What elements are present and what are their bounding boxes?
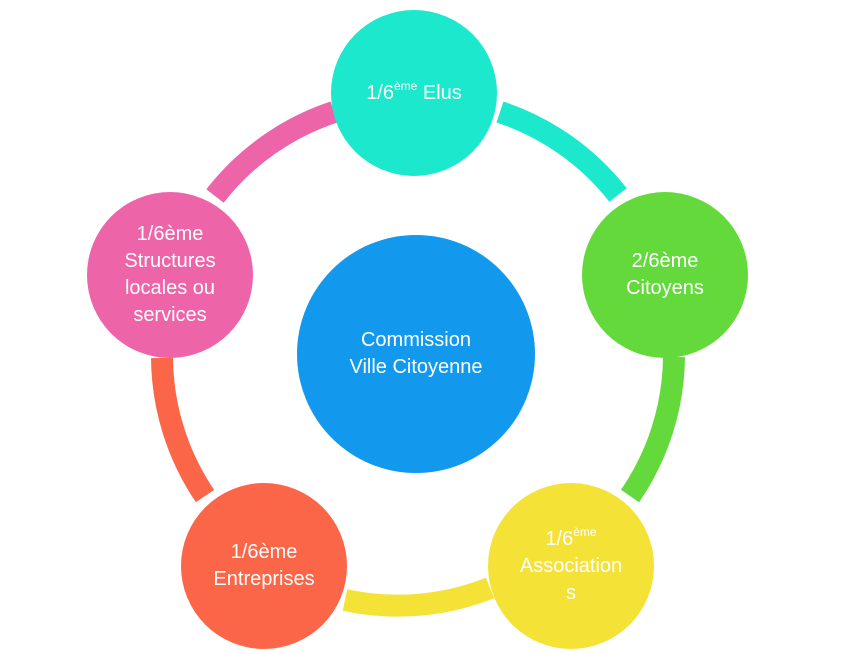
connector-structures-elus [206,101,338,203]
entreprises-share: 1/6ème [230,541,298,563]
structures-label-line-3: services [133,304,207,326]
structures-share: 1/6ème [136,223,204,245]
elus-superscript: ème [394,78,418,93]
citoyens-share: 2/6ème [631,250,699,272]
node-entreprises: 1/6ème Entreprises [181,483,347,649]
associations-label-line-1: Association [519,554,623,577]
connector-citoyens-associations [620,356,685,503]
connector-associations-entreprises [342,577,495,617]
connector-entreprises-structures [151,357,215,503]
associations-superscript: ème [573,524,597,539]
structures-label-line-1: Structures [124,250,216,272]
elus-label: Elus [417,81,462,104]
center-line-2: Ville Citoyenne [349,356,483,378]
node-elus: 1/6ème Elus [331,10,497,176]
elus-fraction: 1/6 [366,81,394,104]
center-node-commission: Commission Ville Citoyenne [297,235,535,473]
node-structures: 1/6ème Structures locales ou services [87,192,253,358]
center-line-1: Commission [360,329,471,351]
node-associations: 1/6ème Association s [488,483,654,649]
associations-label-line-2: s [566,581,576,604]
node-citoyens: 2/6ème Citoyens [582,192,748,358]
entreprises-label: Entreprises [213,568,315,590]
structures-label-line-2: locales ou [124,277,216,299]
citoyens-label: Citoyens [626,277,704,299]
connector-elus-citoyens [496,101,627,202]
associations-fraction: 1/6 [545,527,574,550]
associations-share: 1/6ème [520,526,622,553]
